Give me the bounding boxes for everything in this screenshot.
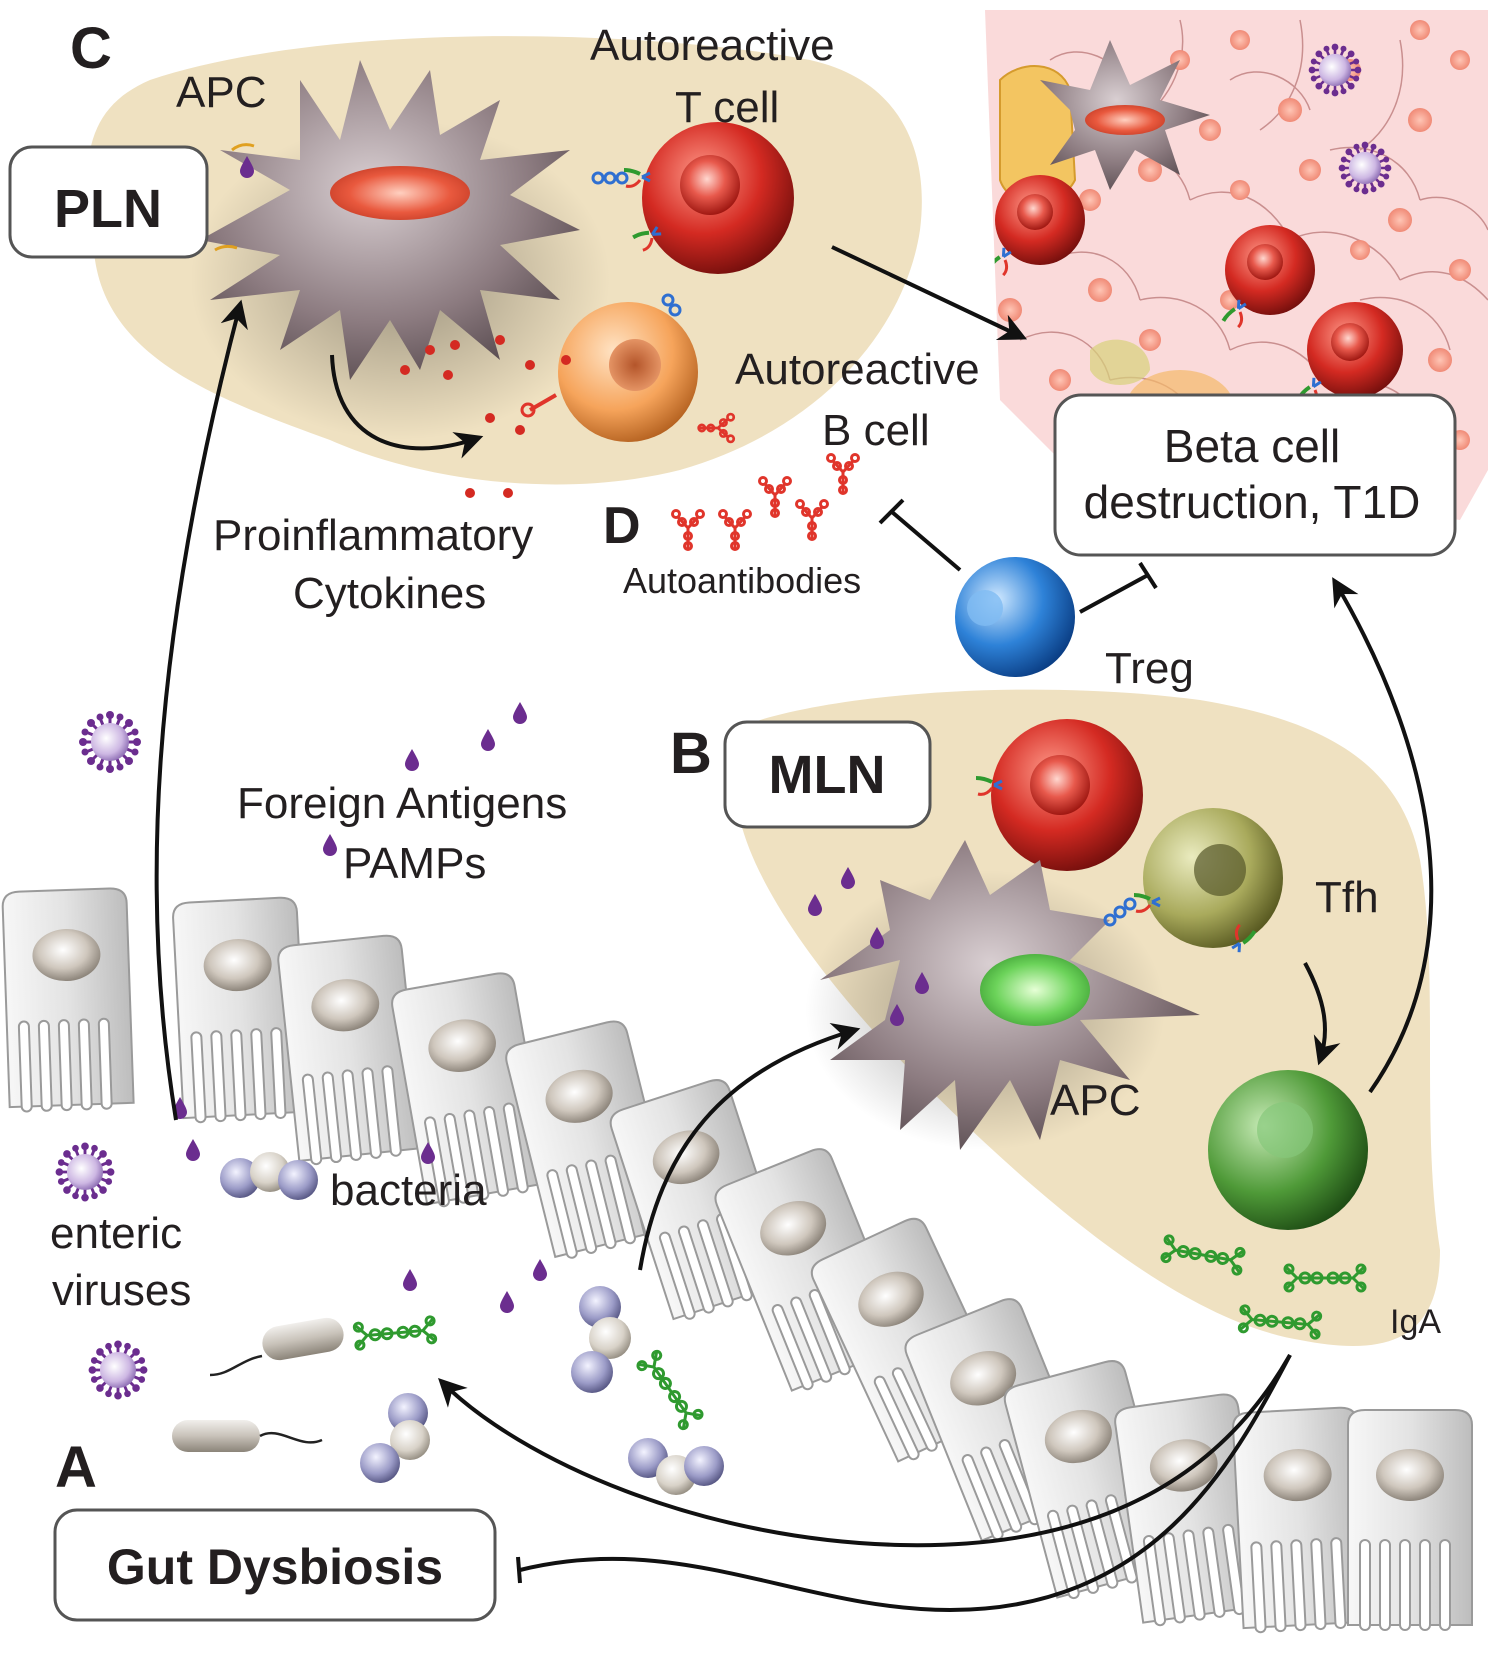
panel-d-letter: D bbox=[603, 497, 641, 555]
foreign-antigens-label-2: PAMPs bbox=[343, 839, 486, 888]
cytokines-label-1: Proinflammatory bbox=[213, 511, 533, 560]
gut-dysbiosis-title: Gut Dysbiosis bbox=[107, 1539, 443, 1595]
foreign-antigens-label-1: Foreign Antigens bbox=[237, 779, 567, 828]
treg-cell bbox=[955, 557, 1075, 677]
treg-label: Treg bbox=[1105, 644, 1194, 693]
enteric-viruses-label-1: enteric bbox=[50, 1209, 182, 1258]
mln-t-cell bbox=[974, 719, 1143, 871]
pln-box: PLN bbox=[8, 145, 209, 259]
mln-apc-cell bbox=[805, 840, 1200, 1150]
panel-a-letter: A bbox=[55, 1435, 97, 1500]
pln-b-cell bbox=[520, 302, 736, 444]
plasma-cell bbox=[1208, 1070, 1368, 1230]
beta-cell-line1: Beta cell bbox=[1164, 420, 1340, 472]
beta-cell-box: Beta cell destruction, T1D bbox=[1053, 393, 1457, 557]
arrows bbox=[154, 245, 1434, 1613]
autoreactive-t-label-2: T cell bbox=[675, 83, 779, 132]
apc-bottom-label: APC bbox=[1050, 1076, 1140, 1125]
cytokines bbox=[400, 335, 571, 498]
pln-box-title: PLN bbox=[54, 179, 162, 239]
mln-box-title: MLN bbox=[769, 745, 886, 805]
gut-dysbiosis-box: Gut Dysbiosis bbox=[53, 1508, 497, 1622]
tfh-cell bbox=[1132, 808, 1283, 956]
autoantibodies-cluster bbox=[671, 453, 860, 552]
beta-cell-line2: destruction, T1D bbox=[1084, 476, 1421, 528]
pln-mhc-complexes bbox=[591, 171, 682, 317]
panel-c-letter: C bbox=[70, 16, 112, 81]
autoreactive-t-label-1: Autoreactive bbox=[590, 21, 835, 70]
iga-label: IgA bbox=[1390, 1303, 1441, 1341]
cytokines-label-2: Cytokines bbox=[293, 569, 486, 618]
pln-apc-cell bbox=[190, 60, 610, 440]
mln-mhc-complexes bbox=[1103, 897, 1137, 927]
apc-top-label: APC bbox=[176, 68, 266, 117]
autoreactive-b-label-1: Autoreactive bbox=[735, 345, 980, 394]
autoreactive-b-label-2: B cell bbox=[822, 406, 930, 455]
enteric-viruses-label-2: viruses bbox=[52, 1266, 191, 1315]
panel-b-letter: B bbox=[670, 721, 712, 786]
autoantibodies-label: Autoantibodies bbox=[623, 560, 861, 601]
mln-box: MLN bbox=[723, 720, 932, 829]
tfh-label: Tfh bbox=[1315, 873, 1379, 922]
bacteria-icons bbox=[172, 1152, 724, 1495]
pln-t-cell bbox=[622, 122, 794, 274]
bacteria-label: bacteria bbox=[330, 1166, 487, 1215]
